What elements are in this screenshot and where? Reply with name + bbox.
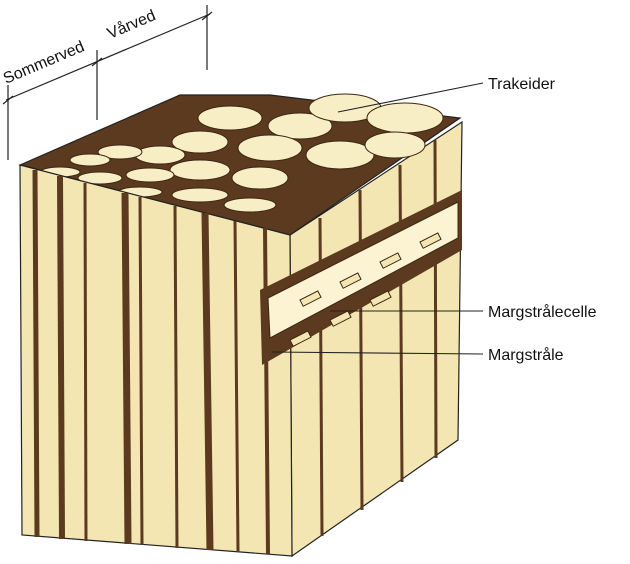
block-front-face — [19, 164, 293, 557]
dimension-lines — [2, 5, 213, 160]
label-varved: Vårved — [105, 6, 159, 42]
label-trakeider: Trakeider — [488, 76, 556, 93]
top-face-cells — [39, 93, 444, 213]
label-margstrale: Margstråle — [488, 346, 564, 364]
label-sommerved: Sommerved — [1, 38, 87, 87]
medullary-ray — [260, 190, 462, 365]
front-face-fibers — [32, 169, 270, 555]
label-margstralecelle: Margstrålecelle — [488, 303, 597, 321]
leader-lines — [271, 82, 484, 355]
